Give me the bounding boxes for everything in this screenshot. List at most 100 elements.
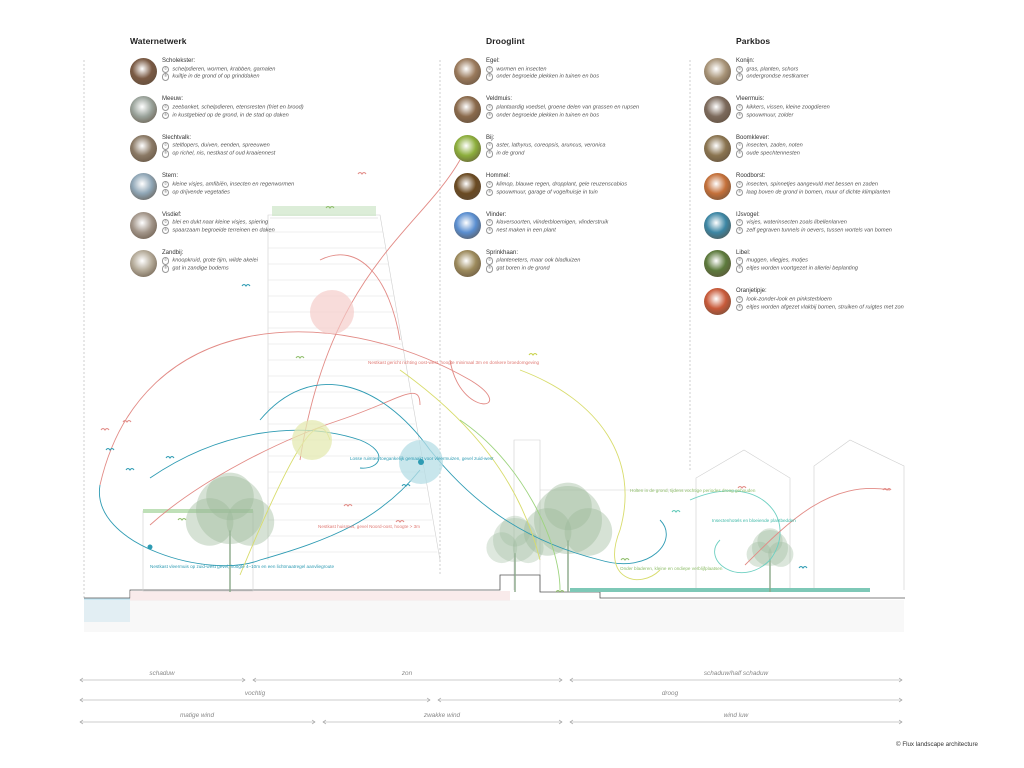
- species-list: Konijn:©gras, planten, schors®ondergrond…: [696, 58, 904, 327]
- species-food-text: plantaardig voedsel, groene delen van gr…: [496, 104, 640, 111]
- species-photo: [454, 173, 481, 201]
- tree-canopy: [752, 530, 788, 566]
- species-nest-text: gat boren in de grond: [496, 265, 550, 272]
- bird-icon: [325, 205, 335, 209]
- species-nest: ®gat boren in de grond: [486, 265, 639, 273]
- species-name: Oranjetipje:: [736, 288, 767, 295]
- food-icon: ©: [736, 219, 744, 227]
- species-name: Slechtvalk:: [162, 134, 192, 141]
- nest-icon: ®: [486, 111, 494, 120]
- food-icon: ©: [486, 257, 494, 265]
- species-entry: Boomklever:©insecten, zaden, noten®oude …: [696, 134, 904, 173]
- flight-path-red-4: [744, 488, 891, 566]
- bird-icon: [295, 355, 305, 359]
- band-label-wind-luw: wind luw: [724, 712, 749, 719]
- species-nest-text: onder begroeide plekken in tuinen en bos: [496, 73, 600, 80]
- species-nest: ®op drijvende vegetaties: [162, 188, 304, 197]
- species-entry: Stern:©kleine visjes, amfibiën, insecten…: [122, 173, 304, 211]
- species-nest: ®laag boven de grond in bomen, muur of d…: [736, 188, 904, 197]
- species-food: ©zeebanket, schelpdieren, etensresten (f…: [162, 103, 304, 112]
- bird-icon: [620, 557, 630, 561]
- species-food: ©plantaardig voedsel, groene delen van g…: [486, 103, 640, 112]
- species-entry: Bij:©aster, lathyrus, coreopsis, aruncus…: [446, 134, 639, 173]
- annotations: Nestkast gericht richting oost-west, hoo…: [150, 360, 796, 571]
- flight-path-yellow-3: [519, 369, 661, 581]
- species-nest-text: op drijvende vegetaties: [172, 189, 230, 196]
- band-label-vochtig: vochtig: [245, 690, 266, 697]
- species-nest: ®onder begroeide plekken in tuinen en bo…: [486, 111, 639, 120]
- food-icon: ©: [162, 65, 170, 73]
- species-food: ©visjes, waterinsecten zoals libellenlar…: [736, 219, 904, 227]
- note-teal: Losse ruimtes toegankelijk gemaakt voor …: [350, 456, 494, 461]
- species-nest: ®spaarzaam begroeide terreinen en daken: [162, 227, 304, 235]
- water-strip: [570, 588, 870, 592]
- nest-icon: ®: [486, 150, 494, 158]
- tree-canopy: [499, 515, 531, 547]
- species-food: ©planteneters, maar ook bladluizen: [486, 257, 639, 265]
- species-entry: Konijn:©gras, planten, schors®ondergrond…: [696, 58, 904, 96]
- species-food-text: knoopkruid, grote tijm, wilde akelei: [172, 257, 258, 264]
- nest-icon: ®: [486, 188, 494, 197]
- species-food-text: look-zonder-look en pinksterbloem: [746, 296, 832, 303]
- species-photo: [454, 134, 481, 162]
- species-food: ©wormen en insecten: [486, 65, 639, 74]
- tower-floors: [268, 231, 438, 553]
- food-icon: ©: [162, 103, 170, 112]
- band-label-zon: zon: [401, 670, 413, 677]
- tree-canopy: [493, 518, 537, 562]
- arrowhead-icon: [558, 719, 563, 725]
- tower-building: [267, 214, 441, 561]
- species-name: Roodborst:: [736, 173, 766, 180]
- species-nest-text: zelf gegraven tunnels in oevers, tussen …: [746, 227, 892, 234]
- food-icon: ©: [162, 180, 170, 189]
- species-name: Boomklever:: [736, 134, 770, 141]
- note-red: Nestkast gericht richting oost-west, hoo…: [368, 360, 540, 365]
- species-food-text: gras, planten, schors: [746, 65, 799, 72]
- species-nest-text: op richel, nis, nestkast of oud kraaienn…: [172, 150, 276, 157]
- habitat-circle-yellow: [292, 420, 332, 460]
- species-food-text: aster, lathyrus, coreopsis, aruncus, ver…: [496, 142, 606, 149]
- flight-path-yellow-2: [399, 369, 541, 561]
- bird-icon: [395, 519, 405, 523]
- bird-icon: [671, 509, 681, 513]
- bird-icon: [100, 427, 110, 431]
- species-photo: [704, 134, 731, 162]
- food-icon: ©: [486, 180, 494, 189]
- band-label-schaduw-half: schaduw/half schaduw: [704, 670, 769, 677]
- species-name: Veldmuis:: [486, 96, 513, 103]
- habitat-circle-red: [310, 290, 354, 334]
- species-photo: [130, 58, 157, 85]
- species-photo: [704, 173, 731, 201]
- species-entry: Hommel:©klimop, blauwe regen, dropplant,…: [446, 173, 639, 211]
- green-roof-garage: [143, 509, 253, 513]
- species-food-text: insecten, zaden, noten: [746, 142, 803, 149]
- bird-icon: [165, 455, 175, 459]
- species-entry: Veldmuis:©plantaardig voedsel, groene de…: [446, 96, 639, 134]
- species-nest-text: spaarzaam begroeide terreinen en daken: [172, 227, 275, 234]
- tree: [185, 472, 275, 592]
- house-right-1: [695, 449, 791, 590]
- species-nest: ®ondergrondse nestkamer: [736, 73, 904, 81]
- tree-canopy: [512, 532, 544, 564]
- species-photo: [454, 249, 481, 277]
- nest-icon: ®: [486, 227, 494, 235]
- species-nest: ®nest maken in een plant: [486, 227, 639, 235]
- species-photo: [704, 96, 731, 124]
- species-food-text: visjes, waterinsecten zoals libellenlarv…: [746, 219, 847, 226]
- bird-icon: [343, 503, 353, 507]
- critters: [100, 171, 892, 593]
- arrowhead-icon: [569, 677, 574, 683]
- arrowhead-icon: [558, 677, 563, 683]
- food-icon: ©: [486, 103, 494, 112]
- species-food: ©kleine visjes, amfibiën, insecten en re…: [162, 180, 304, 189]
- species-photo: [130, 249, 157, 277]
- species-food: ©knoopkruid, grote tijm, wilde akelei: [162, 257, 304, 265]
- arrowhead-icon: [898, 677, 903, 683]
- band-label-matige-wind: matige wind: [180, 712, 215, 719]
- food-icon: ©: [736, 142, 744, 150]
- note-bat: Nestkast vleermuis op zuid-west gevel, h…: [150, 564, 335, 569]
- species-name: Scholekster:: [162, 58, 196, 64]
- species-food-text: steltlopers, duiven, eenden, spreeuwen: [172, 142, 270, 149]
- species-entry: Vlinder:©klaversoorten, vlinderbloemigen…: [446, 211, 639, 250]
- tree-canopy: [226, 498, 275, 546]
